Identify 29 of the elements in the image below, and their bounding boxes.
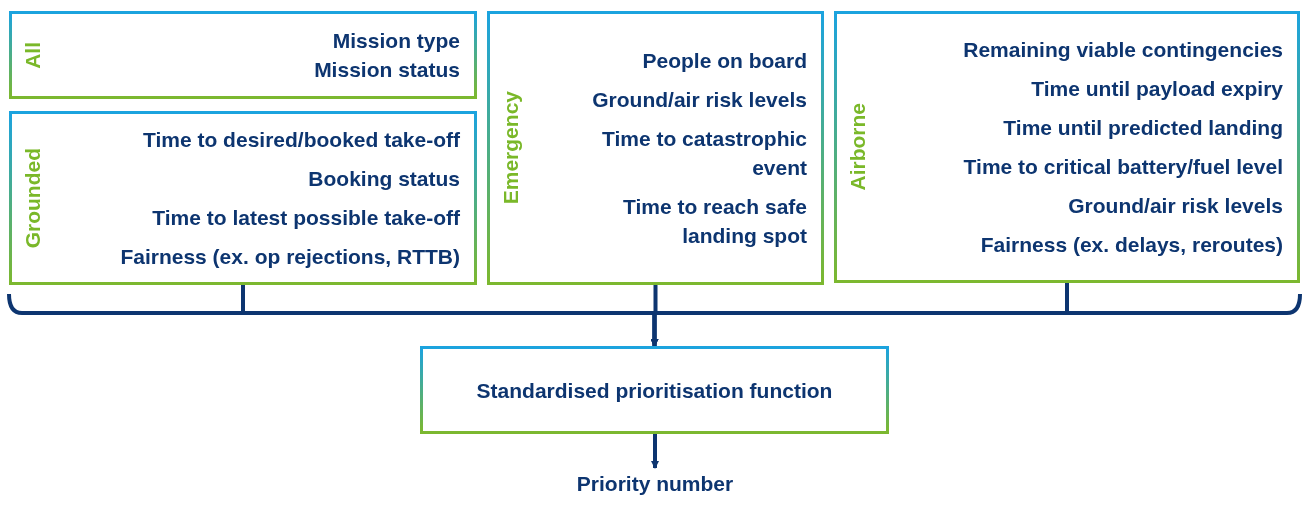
process-label: Standardised prioritisation function — [475, 377, 834, 404]
category-label: Grounded — [21, 147, 45, 249]
criterion-text: Time to critical battery/fuel level — [963, 154, 1283, 180]
category-panel — [834, 11, 1300, 283]
criterion-text: Fairness (ex. delays, reroutes) — [980, 232, 1283, 258]
criterion-text: Time until payload expiry — [1031, 76, 1283, 102]
arrow — [650, 283, 1069, 347]
criterion-text: People on board — [642, 48, 807, 74]
criterion-text: Mission status — [314, 57, 460, 83]
category-panel — [487, 11, 824, 285]
category-panel — [9, 111, 477, 285]
category-label: All — [21, 41, 45, 69]
arrow — [651, 434, 659, 469]
category-label: Emergency — [499, 91, 523, 205]
criterion-text: Booking status — [308, 166, 460, 192]
criterion-text: Remaining viable contingencies — [963, 37, 1283, 63]
process-box — [420, 346, 889, 434]
criterion-text: Time to catastrophic event — [601, 126, 807, 181]
category-panel — [9, 11, 477, 99]
criterion-text: Time to reach safe landing spot — [621, 194, 807, 249]
criterion-text: Time until predicted landing — [1003, 115, 1283, 141]
criterion-text: Fairness (ex. op rejections, RTTB) — [120, 244, 460, 270]
criterion-text: Time to desired/booked take-off — [143, 127, 460, 153]
category-label: Airborne — [846, 103, 870, 191]
criterion-text: Mission type — [332, 28, 460, 54]
output-text: Priority number — [530, 468, 780, 502]
criterion-text: Ground/air risk levels — [1068, 193, 1283, 219]
criterion-text: Time to latest possible take-off — [152, 205, 460, 231]
criterion-text: Ground/air risk levels — [592, 87, 807, 113]
